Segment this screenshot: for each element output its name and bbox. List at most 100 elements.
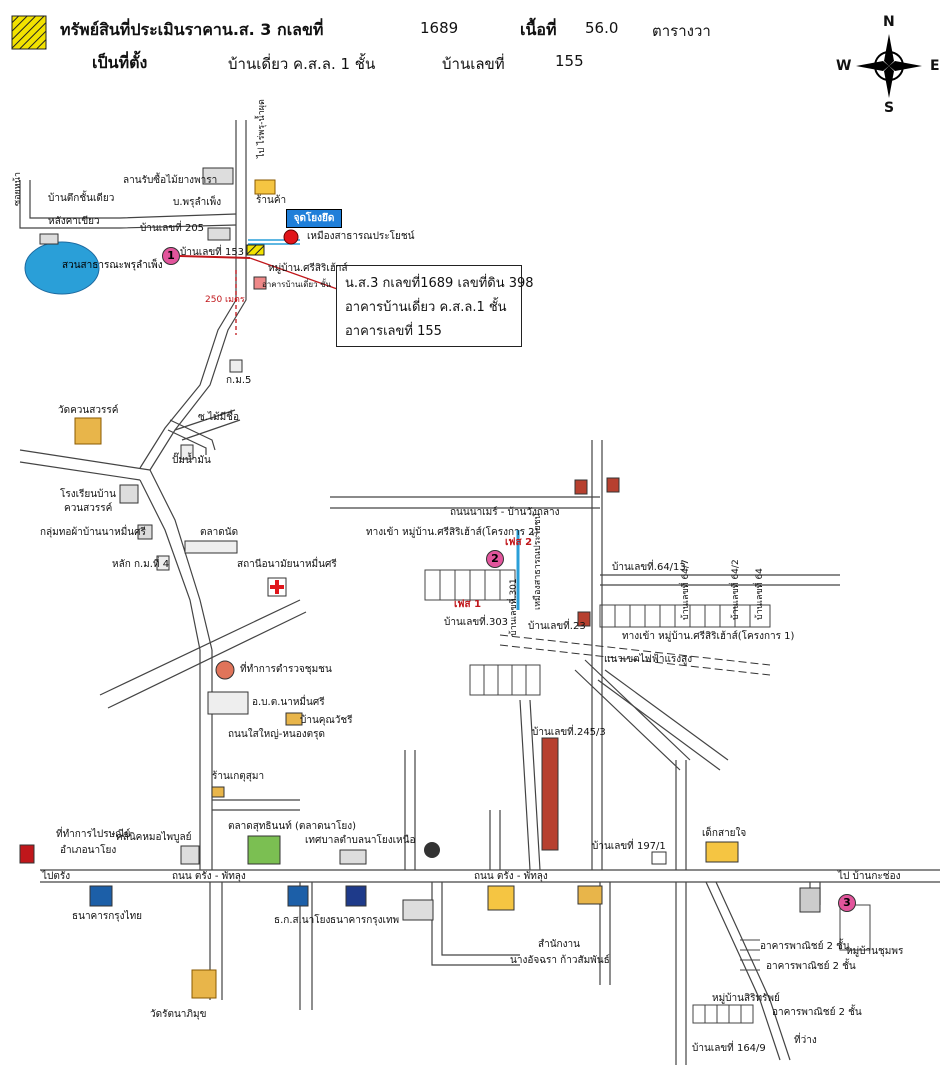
label-post1: ที่ทำการไปรษณีย์ [56, 829, 131, 840]
label-ktb: ธนาคารกรุงไทย [72, 911, 143, 922]
pin-1: 1 [162, 247, 180, 265]
label-office1: สำนักงาน [538, 939, 580, 950]
label-house205: บ้านเลขที่ 205 [140, 223, 205, 234]
label-ban-pha: บ.พรุลำเพ็ง [173, 197, 222, 208]
label-bldg-detached: อาคารบ้านเดี่ยว ชั้น [262, 280, 332, 289]
label-trang-pt-2: ถนน ตรัง - พัทลุง [474, 871, 548, 882]
label-school1: โรงเรียนบ้าน [60, 489, 116, 500]
label-wat-rat: วัดรัตนาภิมุข [150, 1009, 207, 1020]
header-house-label: บ้านเลขที่ [442, 55, 505, 73]
label-park: สวนสาธารณะพรุลำเพ็ง [62, 260, 163, 271]
compass-e: E [930, 58, 940, 74]
label-wat-kuan: วัดควนสวรรค์ [58, 405, 119, 416]
label-house301: บ้านเลขที่.301 [509, 578, 519, 636]
label-phase1: เฟส 1 [454, 599, 482, 610]
label-office2: นางอัจฉรา ก้าวสัมพันธ์ [510, 955, 610, 966]
label-road-big: ถนนใสใหญ่-หนองตรุด [228, 729, 325, 740]
label-village-chum: หมู่บ้านชุมพร [846, 946, 904, 957]
header-area-value: 56.0 [585, 19, 619, 37]
reference-point-label: จุดโยงยึด [286, 209, 342, 228]
label-entry1: ทางเข้า หมู่บ้าน.ศรีสิริเฮ้าส์(โครงการ 1… [622, 631, 795, 642]
label-canal: เหมืองสาธารณประโยชน์ [533, 513, 543, 610]
label-house2453: บ้านเลขที่.245/3 [532, 727, 606, 738]
roads [19, 120, 940, 1065]
header-title: ทรัพย์สินที่ประเมินราคาน.ส. 3 กเลขที่ [60, 20, 324, 39]
compass-w: W [836, 58, 852, 74]
header-title-number: 1689 [420, 19, 459, 37]
label-shop2b: อาคารพาณิชย์ 2 ชั้น [766, 961, 856, 972]
site-hatch [246, 244, 265, 256]
label-road-nm: ถนนนาเมร์ - บ้านวังกลาง [450, 507, 560, 518]
label-kid: เด็กสายใจ [702, 828, 747, 839]
header-type-value: บ้านเดี่ยว ค.ส.ล. 1 ชั้น [228, 55, 376, 73]
label-clinic: คลินิคหมอไพบูลย์ [116, 832, 192, 843]
label-village-sirit: หมู่บ้านสิริทรัพย์ [712, 993, 780, 1004]
label-shop-ket: ร้านเกตุสุมา [212, 771, 265, 782]
pin-2: 2 [486, 550, 504, 568]
label-obt: อ.บ.ต.นาหมื่นศรี [252, 697, 325, 708]
label-weave: กลุ่มทอผ้าบ้านนาหมื่นศรี [40, 527, 146, 538]
pointer-line [249, 257, 341, 291]
label-house642: บ้านเลขที่ 64/2 [731, 559, 741, 620]
header-type-label: เป็นที่ตั้ง [92, 53, 148, 72]
hv-line [499, 634, 771, 676]
label-hv-line: แนวเขตไฟฟ้าแรงสูง [604, 654, 693, 665]
compass-rose-icon [856, 34, 922, 98]
header-area-unit: ตารางวา [652, 22, 711, 40]
label-house303: บ้านเลขที่.303 [444, 617, 509, 628]
label-house64: บ้านเลขที่ 64 [755, 568, 765, 620]
info-line-2: อาคารบ้านเดี่ยว ค.ส.ล.1 ชั้น [345, 300, 507, 315]
header-area-label: เนื้อที่ [520, 20, 557, 39]
building-icons [19, 167, 821, 999]
label-baac: ธ.ก.ส.นาโยง [274, 915, 331, 926]
label-shop2c: อาคารพาณิชย์ 2 ชั้น [772, 1007, 862, 1018]
label-public-util: เหมืองสาธารณประโยชน์ [307, 231, 415, 242]
label-post2: อำเภอนาโยง [60, 845, 117, 856]
label-green-roof: หลังคาเขียว [48, 216, 100, 227]
label-market-sut: ตลาดสุทธินนท์ (ตลาดนาโยง) [228, 821, 357, 832]
label-bbl: ธนาคารกรุงเทพ [330, 915, 400, 926]
label-phase2: เฟส 2 [505, 537, 533, 548]
header-house-value: 155 [555, 52, 584, 70]
label-house153: บ้านเลขที่ 153 [180, 247, 245, 258]
label-soi-left: ซอยหน้า [13, 172, 23, 206]
label-soi-mai: ซ.ไม้มีชื่อ [198, 412, 239, 423]
phase2-grid [424, 569, 871, 1024]
label-shop2a: อาคารพาณิชย์ 2 ชั้น [760, 941, 850, 952]
compass-s: S [884, 100, 895, 116]
compass-n: N [883, 14, 895, 30]
label-school2: ควนสวรรค์ [64, 503, 113, 514]
label-trang-pt-1: ถนน ตรัง - พัทลุง [172, 871, 246, 882]
label-police: ที่ทำการตำรวจชุมชน [240, 664, 332, 675]
lake [24, 241, 100, 295]
route-line [179, 255, 251, 259]
label-municipal: เทศบาลตำบลนาโยงเหนือ [305, 835, 416, 846]
legend-hatch-icon [11, 15, 47, 50]
compass-icon: N S W E [834, 14, 944, 118]
label-house1649: บ้านเลขที่ 164/9 [692, 1043, 766, 1054]
label-to-trang: ไปตรัง [42, 871, 71, 882]
label-km4: หลัก ก.ม.ที่ 4 [112, 559, 170, 570]
pin-3: 3 [838, 894, 856, 912]
label-khunwat: บ้านคุณวัชรี [300, 715, 353, 726]
label-health: สถานีอนามัยนาหมื่นศรี [237, 559, 337, 570]
label-market: ตลาดนัด [200, 527, 239, 538]
label-to-kachong: ไป บ้านกะช่อง [838, 871, 901, 882]
label-house6413: บ้านเลขที่.64/13 [612, 562, 686, 573]
label-km5: ก.ม.5 [226, 375, 252, 386]
reference-point-icon [283, 229, 299, 245]
label-to-road: ไป ไร่พรุ-น้ำผุด [257, 99, 267, 158]
label-village-sri: หมู่บ้าน.ศรีสิริเฮ้าส์ [268, 263, 348, 274]
label-house647: บ้านเลขที่ 64/7 [681, 559, 691, 620]
label-distance: 250 เมตร [205, 295, 245, 305]
label-house23: บ้านเลขที่.23 [528, 621, 586, 632]
info-line-3: อาคารเลขที่ 155 [345, 324, 442, 339]
label-house1971: บ้านเลขที่ 197/1 [592, 841, 666, 852]
property-info-box: น.ส.3 กเลขที่1689 เลขที่ดิน 398 อาคารบ้า… [336, 265, 534, 347]
label-brick-house: บ้านตึกชั้นเดียว [48, 193, 115, 204]
info-line-1: น.ส.3 กเลขที่1689 เลขที่ดิน 398 [345, 276, 534, 291]
label-entry2: ทางเข้า หมู่บ้าน.ศรีสิริเฮ้าส์(โครงการ 2… [366, 527, 539, 538]
label-gas: ปั๊มน้ำมัน [172, 455, 211, 466]
